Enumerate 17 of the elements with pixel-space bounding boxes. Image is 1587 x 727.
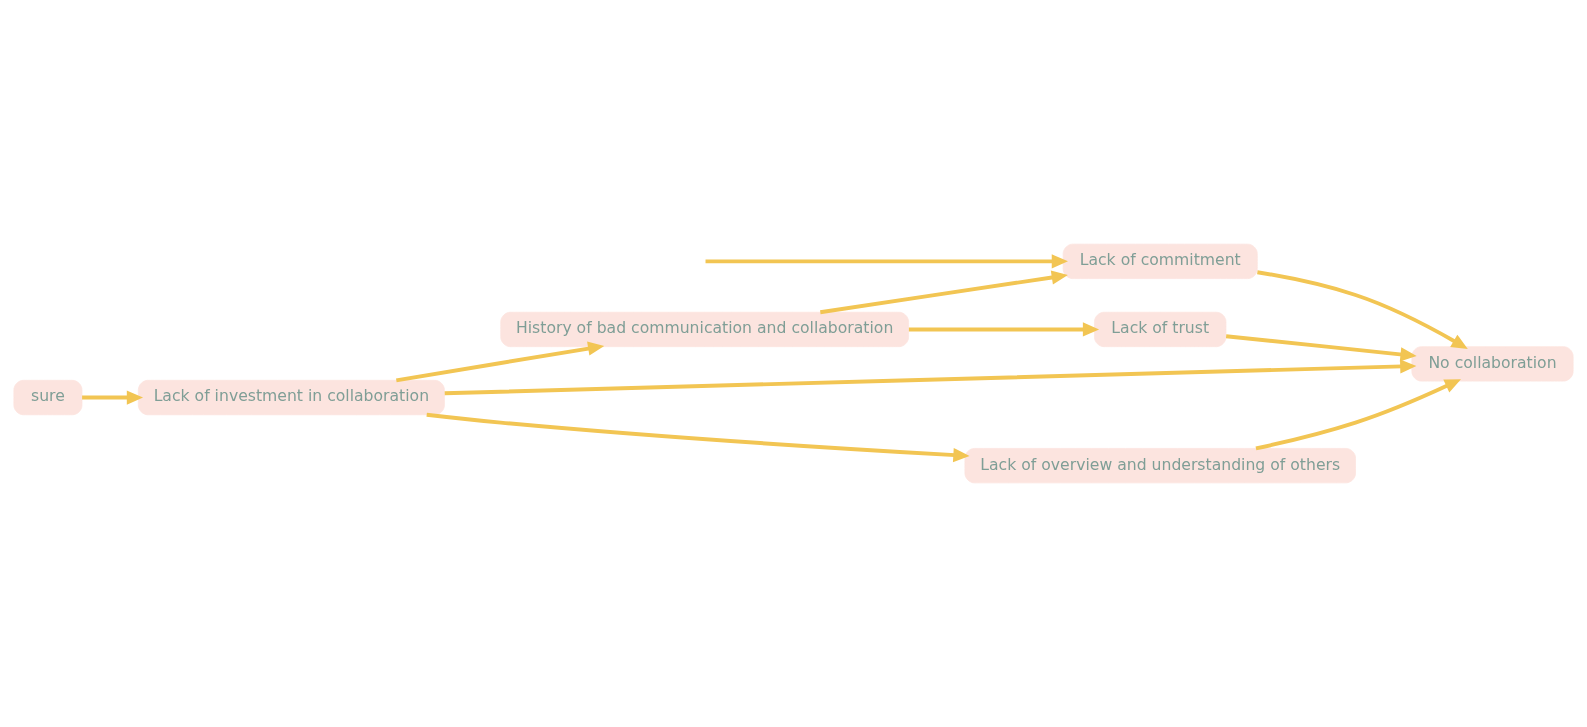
arrow <box>426 412 970 463</box>
node-box: Lack of commitment <box>1062 243 1258 279</box>
arrow <box>705 254 1068 269</box>
node-box: Lack of trust <box>1094 311 1227 348</box>
arrow <box>1255 379 1461 451</box>
node-box: Lack of investment in collaboration <box>137 379 445 416</box>
arrow <box>820 270 1068 315</box>
arrow <box>1257 270 1468 349</box>
node-box: sure <box>13 379 83 416</box>
node-box: No collaboration <box>1411 346 1574 382</box>
arrow <box>82 390 144 405</box>
arrow <box>396 341 605 383</box>
arrow <box>908 322 1100 337</box>
arrow <box>444 359 1417 396</box>
arrow <box>1225 334 1417 362</box>
node-box: Lack of overview and understanding of others <box>964 448 1356 484</box>
node-box: History of bad communication and collaboration <box>500 311 909 348</box>
